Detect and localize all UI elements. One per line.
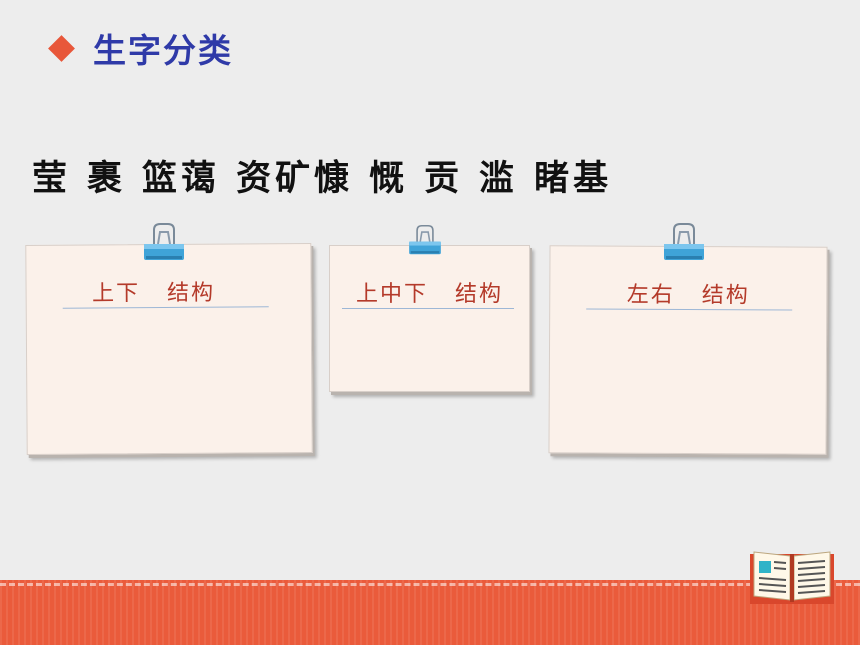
- card-left-right: 左右 结构: [548, 245, 828, 455]
- character: 基: [573, 158, 609, 199]
- card-top-bottom: 上下 结构: [25, 243, 313, 455]
- card-label: 左右 结构: [626, 282, 750, 309]
- character-row: 莹裹篮蔼资矿慷慨贡滥睹基: [32, 150, 628, 201]
- character: 篮: [142, 158, 178, 199]
- binder-clip-icon: [409, 224, 441, 255]
- diamond-icon: [48, 34, 75, 62]
- character: 慷: [314, 158, 350, 199]
- character: 蔼: [181, 158, 217, 199]
- character: 矿: [275, 158, 311, 199]
- card-underline: [342, 308, 514, 309]
- character: 贡: [424, 158, 460, 199]
- bottom-decor-band: [0, 580, 860, 645]
- card-top-middle-bottom: 上中下 结构: [329, 245, 530, 392]
- open-book-icon: [750, 551, 834, 604]
- card-label: 上下 结构: [92, 280, 216, 307]
- binder-clip-icon: [144, 223, 184, 260]
- card-underline: [586, 308, 793, 311]
- slide-title: 生字分类: [93, 31, 233, 70]
- character: 莹: [32, 158, 68, 199]
- card-underline: [62, 306, 269, 309]
- character: 裹: [87, 158, 123, 199]
- character: 慨: [369, 158, 405, 199]
- slide-header: 生字分类: [48, 24, 233, 72]
- character: 资: [236, 158, 272, 199]
- character: 滥: [479, 158, 515, 199]
- character: 睹: [534, 158, 570, 199]
- binder-clip-icon: [664, 223, 704, 260]
- card-label: 上中下 结构: [356, 282, 503, 307]
